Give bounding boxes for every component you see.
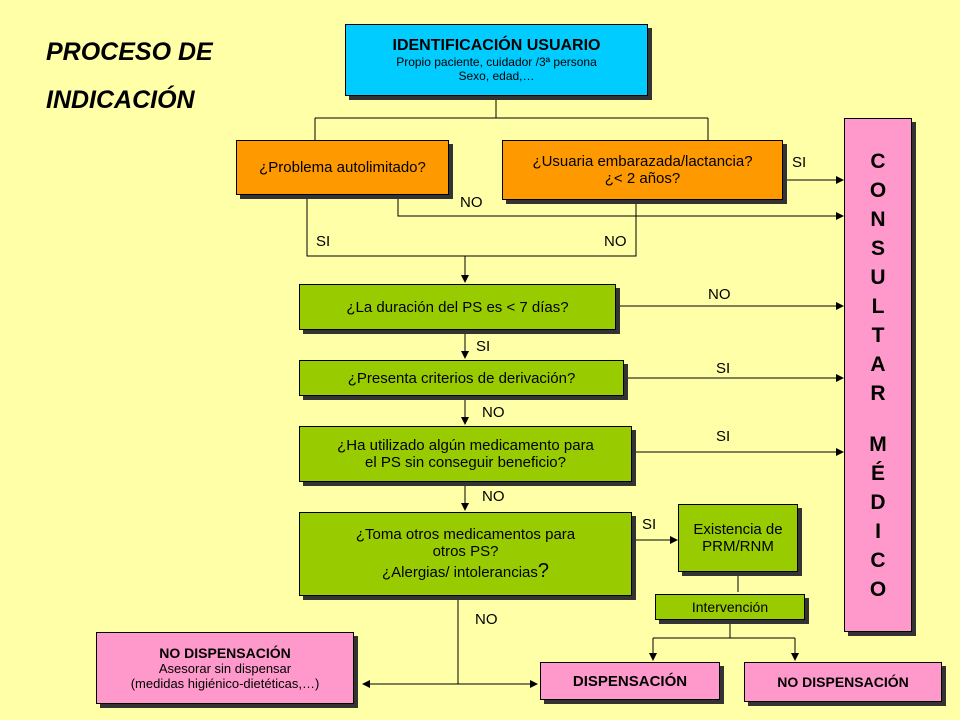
label-no-duracion: NO (708, 286, 731, 303)
label-si-embarazada: SI (792, 154, 807, 171)
no-dispensacion-left-line2: (medidas higiénico-dietéticas,…) (130, 676, 320, 691)
dispensacion-box: DISPENSACIÓN (540, 662, 720, 700)
medicamento-line1: ¿Ha utilizado algún medicamento para (337, 437, 594, 454)
identificacion-title: IDENTIFICACIÓN USUARIO (392, 37, 601, 54)
page-title-line2: INDICACIÓN (46, 86, 195, 114)
arrow-autolimitado-no (397, 195, 844, 220)
medico-letter: O (869, 577, 887, 601)
medico-letter: D (870, 490, 886, 514)
label-si-medicamento: SI (716, 428, 731, 445)
intervencion-box: Intervención (655, 594, 805, 620)
no-dispensacion-left-box: NO DISPENSACIÓN Asesorar sin dispensar (… (96, 632, 354, 704)
line-intervencion-split (653, 620, 731, 639)
otros-medicamentos-box: ¿Toma otros medicamentos para otros PS? … (299, 512, 632, 596)
duracion-box: ¿La duración del PS es < 7 días? (299, 284, 616, 330)
label-si-autolimitado: SI (316, 233, 331, 250)
medicamento-line2: el PS sin conseguir beneficio? (365, 454, 566, 471)
consultar-letter: N (870, 207, 886, 231)
identificacion-line1: Propio paciente, cuidador /3ª persona (396, 55, 597, 69)
otros-line3: ¿Alergias/ intolerancias (381, 563, 538, 581)
embarazada-box: ¿Usuaria embarazada/lactancia? ¿< 2 años… (502, 140, 783, 200)
consultar-letter: T (871, 323, 885, 347)
derivacion-text: ¿Presenta criterios de derivación? (347, 369, 576, 387)
prm-rnm-box: Existencia de PRM/RNM (678, 504, 798, 572)
otros-line3-end: ? (537, 559, 550, 582)
consultar-letter: A (870, 352, 886, 376)
no-dispensacion-right-text: NO DISPENSACIÓN (777, 674, 909, 690)
dispensacion-text: DISPENSACIÓN (572, 672, 688, 690)
label-no-otros: NO (475, 611, 498, 628)
consultar-letter: L (871, 294, 885, 318)
page-title-line1: PROCESO DE (46, 38, 213, 66)
medicamento-box: ¿Ha utilizado algún medicamento para el … (299, 426, 632, 482)
label-si-duracion: SI (476, 338, 491, 355)
autolimitado-text: ¿Problema autolimitado? (259, 159, 426, 176)
consultar-letter: U (870, 265, 886, 289)
line-merge (306, 195, 637, 257)
consultar-letter: S (870, 236, 885, 260)
medico-letter: É (870, 461, 885, 485)
no-dispensacion-left-line1: Asesorar sin dispensar (158, 661, 292, 676)
consultar-letter: R (870, 381, 886, 405)
identificacion-line2: Sexo, edad,… (458, 69, 535, 83)
identificacion-usuario-box: IDENTIFICACIÓN USUARIO Propio paciente, … (345, 24, 648, 96)
otros-line1: ¿Toma otros medicamentos para (355, 525, 576, 543)
label-si-derivacion: SI (716, 360, 731, 377)
prm-line1: Existencia de (693, 521, 783, 538)
embarazada-line2: ¿< 2 años? (604, 170, 681, 187)
derivacion-box: ¿Presenta criterios de derivación? (299, 360, 624, 396)
prm-line2: PRM/RNM (702, 538, 774, 555)
label-no-derivacion: NO (482, 404, 505, 421)
label-no-medicamento: NO (482, 488, 505, 505)
consultar-letter: C (870, 149, 886, 173)
medico-letter: I (875, 519, 881, 543)
autolimitado-box: ¿Problema autolimitado? (236, 140, 449, 195)
label-no-autolimitado: NO (460, 194, 483, 211)
label-no-embarazada: NO (604, 233, 627, 250)
no-dispensacion-right-box: NO DISPENSACIÓN (744, 662, 942, 702)
duracion-text: ¿La duración del PS es < 7 días? (346, 298, 569, 316)
consultar-medico-box: C O N S U L T A R M É D I C O (844, 118, 912, 632)
medico-letter: C (870, 548, 886, 572)
no-dispensacion-left-title: NO DISPENSACIÓN (159, 645, 291, 661)
otros-line2: otros PS? (432, 542, 499, 560)
embarazada-line1: ¿Usuaria embarazada/lactancia? (532, 153, 753, 170)
intervencion-text: Intervención (691, 599, 769, 615)
consultar-letter: O (869, 178, 887, 202)
otros-line3-wrap: ¿Alergias/ intolerancias? (382, 560, 549, 583)
label-si-otros: SI (642, 516, 657, 533)
medico-letter: M (869, 432, 887, 456)
